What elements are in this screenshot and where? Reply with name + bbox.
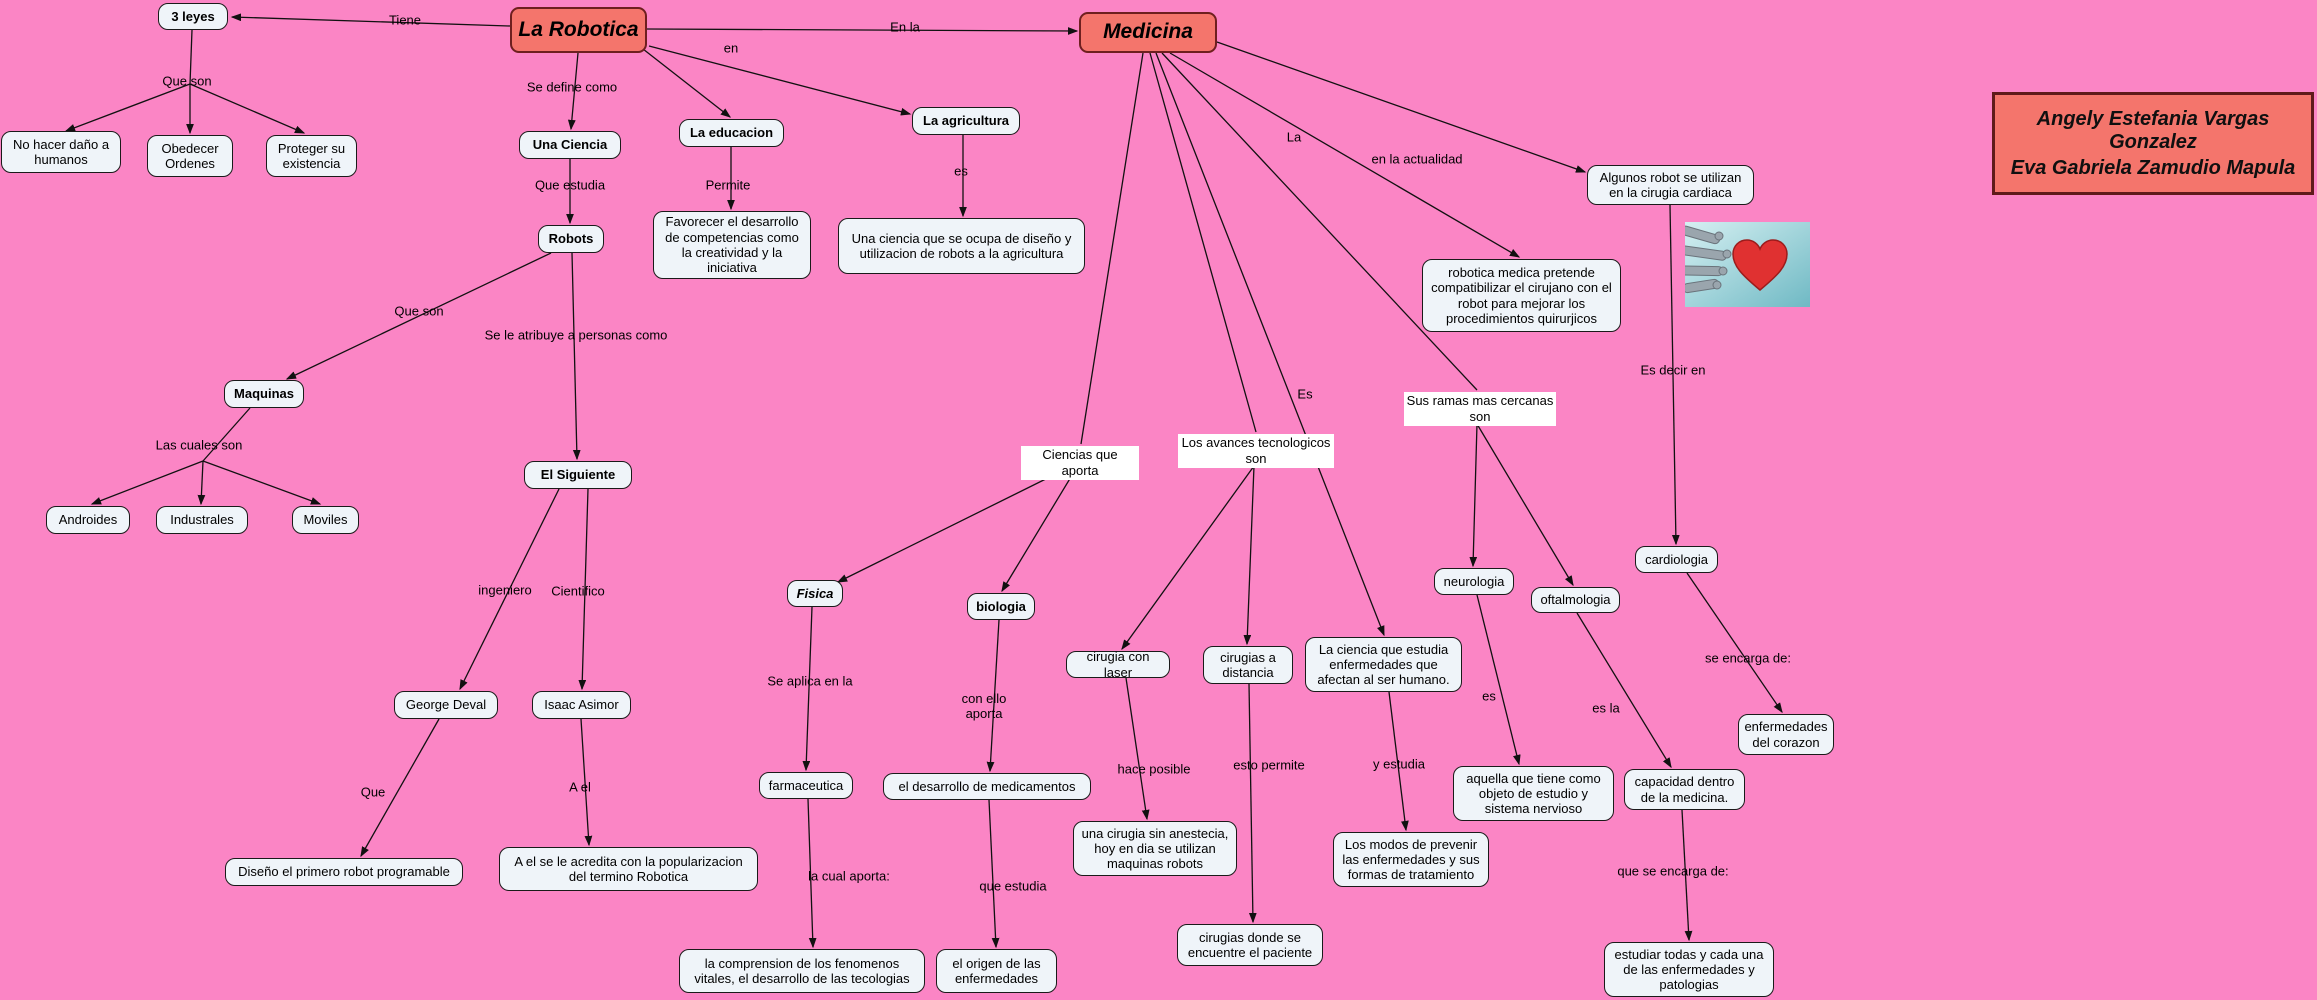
node-no-hacer-dano[interactable]: No hacer daño a humanos [1,131,121,173]
link-la-cual-aporta[interactable]: la cual aporta: [808,868,890,884]
node-favorecer-desarrollo[interactable]: Favorecer el desarrollo de competencias … [653,211,811,279]
node-oftalmologia[interactable]: oftalmologia [1531,587,1620,613]
node-robotica-medica[interactable]: robotica medica pretende compatibilizar … [1422,259,1621,332]
node-ciencia-agricola[interactable]: Una ciencia que se ocupa de diseño y uti… [838,218,1085,274]
node-comprension-fenomenos[interactable]: la comprension de los fenomenos vitales,… [679,949,925,993]
link-ciencias-que-aporta[interactable]: Ciencias que aporta [1021,446,1139,480]
node-cirugias-donde-paciente[interactable]: cirugias donde se encuentre el paciente [1177,924,1323,966]
link-cientifico[interactable]: Cientifico [551,583,605,599]
node-proteger-existencia[interactable]: Proteger su existencia [266,135,357,177]
node-acredita-termino[interactable]: A el se le acredita con la popularizacio… [499,847,758,891]
node-cirugias-distancia[interactable]: cirugias a distancia [1203,646,1293,684]
node-cirugia-sin-anestecia[interactable]: una cirugia sin anestecia, hoy en dia se… [1073,821,1237,876]
link-sus-ramas[interactable]: Sus ramas mas cercanas son [1404,392,1556,426]
robot-heart-image[interactable] [1680,222,1810,307]
node-la-agricultura[interactable]: La agricultura [912,107,1020,135]
link-se-aplica-en-la[interactable]: Se aplica en la [767,673,853,689]
node-george-deval[interactable]: George Deval [394,691,498,719]
link-es-agricultura[interactable]: es [954,163,968,179]
node-objeto-sistema-nervioso[interactable]: aquella que tiene como objeto de estudio… [1453,766,1614,821]
node-la-robotica[interactable]: La Robotica [510,7,647,53]
link-que-estudia[interactable]: Que estudia [534,177,606,193]
link-con-ello-aporta[interactable]: con ello aporta [961,691,1007,721]
node-cardiologia[interactable]: cardiologia [1635,546,1718,573]
link-es-neurologia[interactable]: es [1482,688,1496,704]
link-a-el[interactable]: A el [569,779,591,795]
authors-box[interactable]: Angely Estefania Vargas Gonzalez Eva Gab… [1992,92,2314,195]
link-esto-permite[interactable]: esto permite [1233,757,1305,773]
node-modos-prevenir[interactable]: Los modos de prevenir las enfermedades y… [1333,832,1489,887]
link-los-avances[interactable]: Los avances tecnologicos son [1178,434,1334,468]
link-en-la[interactable]: En la [890,19,920,35]
link-se-le-atribuye[interactable]: Se le atribuye a personas como [484,327,668,343]
link-que-son-leyes[interactable]: Que son [162,73,212,89]
node-una-ciencia[interactable]: Una Ciencia [519,131,621,159]
node-fisica[interactable]: Fisica [787,580,843,607]
node-desarrollo-medicamentos[interactable]: el desarrollo de medicamentos [883,773,1091,800]
node-moviles[interactable]: Moviles [292,506,359,534]
node-origen-enfermedades[interactable]: el origen de las enfermedades [936,949,1057,993]
link-la[interactable]: La [1286,129,1302,145]
node-isaac-asimor[interactable]: Isaac Asimor [532,691,631,719]
link-que[interactable]: Que [360,784,386,800]
node-el-siguiente[interactable]: El Siguiente [524,461,632,489]
link-y-estudia[interactable]: y estudia [1372,756,1426,772]
author-line-1: Angely Estefania Vargas Gonzalez [2036,107,2270,153]
node-capacidad-medicina[interactable]: capacidad dentro de la medicina. [1624,769,1745,810]
link-que-se-encarga-de[interactable]: que se encarga de: [1617,863,1729,879]
link-en[interactable]: en [723,40,739,56]
node-diseno-robot[interactable]: Diseño el primero robot programable [225,858,463,886]
link-tiene[interactable]: Tiene [388,12,422,28]
node-neurologia[interactable]: neurologia [1434,568,1514,595]
link-se-encarga-de[interactable]: se encarga de: [1704,650,1792,666]
node-medicina[interactable]: Medicina [1079,12,1217,53]
author-line-2: Eva Gabriela Zamudio Mapula [2010,156,2296,179]
link-se-define-como[interactable]: Se define como [526,79,618,95]
link-ingeniero[interactable]: ingeniero [478,582,532,598]
node-industrales[interactable]: Industrales [156,506,248,534]
link-las-cuales-son[interactable]: Las cuales son [155,437,243,453]
node-algunos-robot[interactable]: Algunos robot se utilizan en la cirugia … [1587,165,1754,205]
node-ciencia-enfermedades[interactable]: La ciencia que estudia enfermedades que … [1305,637,1462,692]
link-que-son-robots[interactable]: Que son [394,303,444,319]
node-enfermedades-corazon[interactable]: enfermedades del corazon [1738,714,1834,755]
node-cirugia-laser[interactable]: cirugia con laser [1066,649,1170,680]
link-es-medicina[interactable]: Es [1297,386,1313,402]
node-biologia[interactable]: biologia [967,593,1035,620]
link-hace-posible[interactable]: hace posible [1117,761,1191,777]
link-es-decir-en[interactable]: Es decir en [1640,362,1706,378]
link-permite[interactable]: Permite [705,177,751,193]
node-obedecer-ordenes[interactable]: Obedecer Ordenes [147,135,233,177]
link-que-estudia-2[interactable]: que estudia [979,878,1047,894]
node-la-educacion[interactable]: La educacion [679,119,784,147]
node-androides[interactable]: Androides [46,506,130,534]
node-robots[interactable]: Robots [538,225,604,253]
node-3-leyes[interactable]: 3 leyes [158,3,228,30]
node-maquinas[interactable]: Maquinas [224,380,304,408]
link-en-la-actualidad[interactable]: en la actualidad [1371,151,1463,167]
node-farmaceutica[interactable]: farmaceutica [759,772,853,799]
link-es-la[interactable]: es la [1592,700,1620,716]
node-estudiar-enfermedades[interactable]: estudiar todas y cada una de las enferme… [1604,942,1774,997]
robot-heart-illustration [1680,222,1810,307]
